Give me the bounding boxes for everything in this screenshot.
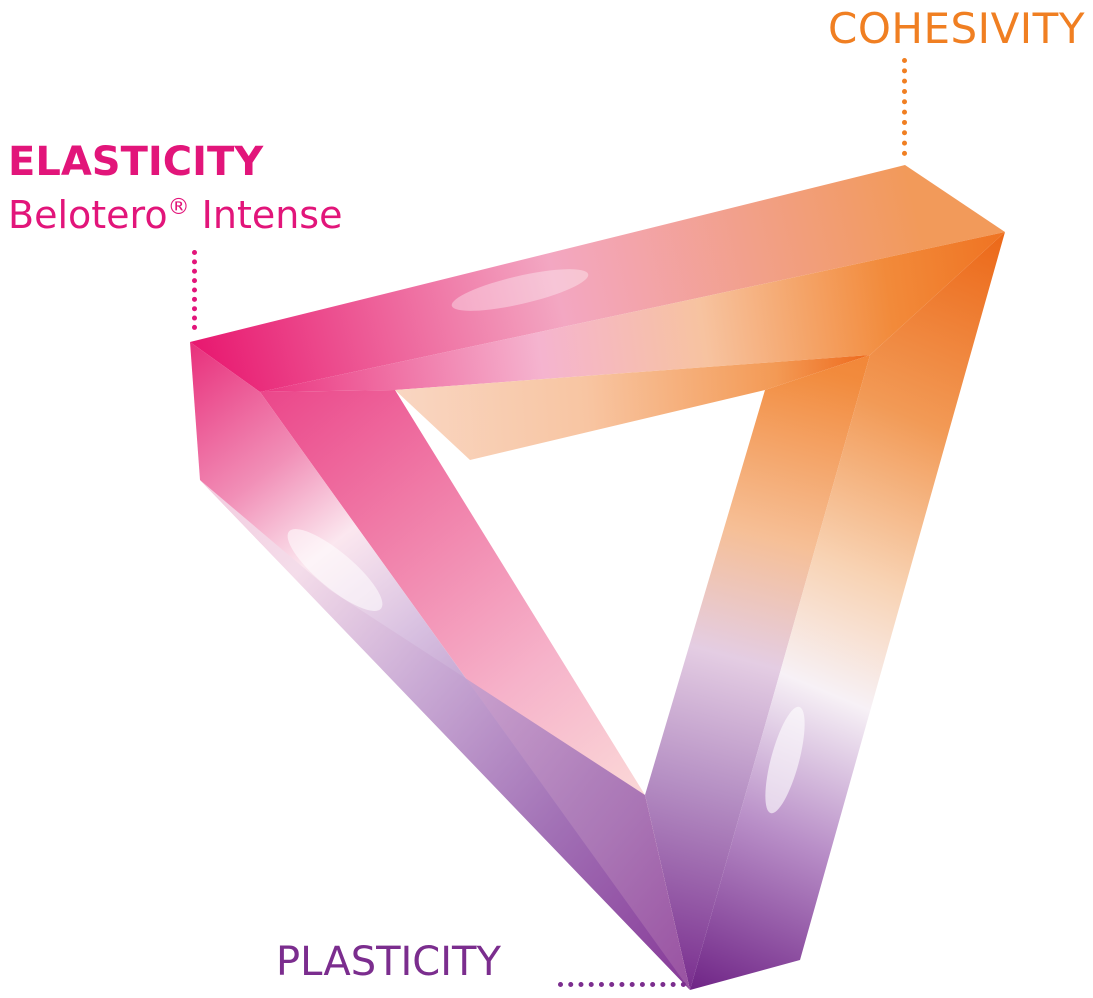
highlight-left (287, 529, 383, 611)
highlight-top (451, 269, 589, 311)
elasticity-product-label: Belotero® Intense (8, 196, 343, 234)
triangle-upper-bar-face (260, 232, 1005, 392)
plasticity-leader-line (558, 982, 686, 987)
triangle-top-edge-face (190, 165, 1005, 392)
cohesivity-label: COHESIVITY (828, 4, 1085, 53)
elasticity-leader-line (192, 250, 197, 330)
elasticity-product-name: Belotero (8, 193, 168, 237)
elasticity-product-suffix: Intense (189, 193, 343, 237)
plasticity-label: PLASTICITY (276, 939, 501, 985)
triangle-upper-inner-face (395, 355, 870, 460)
highlight-right (765, 706, 805, 814)
triangle-bottom-face (200, 480, 690, 990)
elasticity-label: ELASTICITY (8, 139, 264, 185)
registered-mark: ® (167, 195, 190, 220)
cohesivity-leader-line (902, 58, 907, 156)
triangle-right-inner-face (645, 355, 870, 990)
